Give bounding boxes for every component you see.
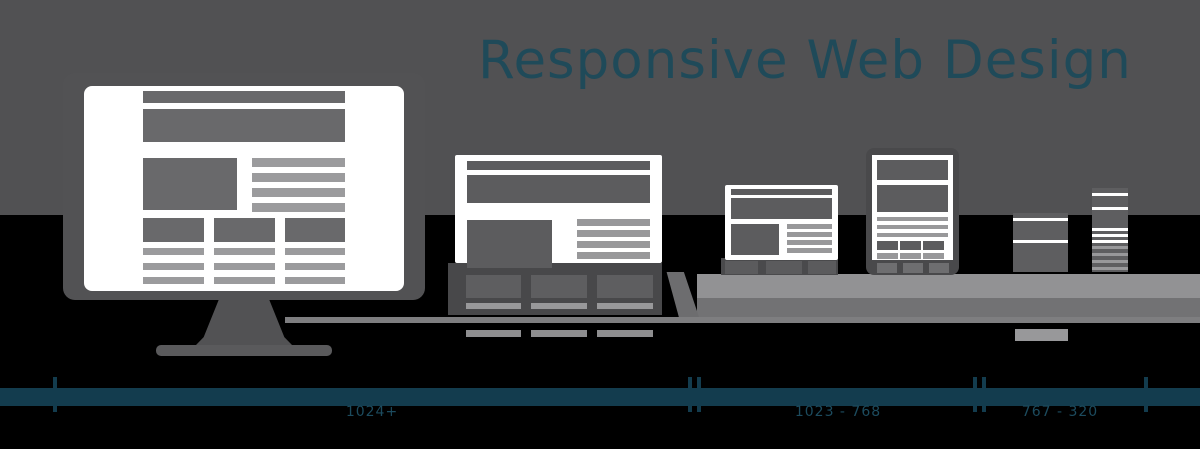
- wireframe-navbar: [731, 189, 832, 195]
- tick-mid1-double-a: [688, 377, 692, 412]
- breakpoint-label-desktop: 1024+: [345, 404, 399, 420]
- tick-left-single: [53, 377, 57, 412]
- wireframe-card: [285, 218, 345, 242]
- wireframe-hero: [467, 175, 650, 203]
- wireframe-text-line: [252, 173, 345, 182]
- wireframe-card: [923, 241, 944, 250]
- wireframe-text-line: [787, 224, 832, 229]
- wireframe-text-line: [143, 248, 204, 255]
- wireframe-text-line-ghost: [597, 303, 653, 309]
- phone-portrait-screen: [1092, 188, 1128, 272]
- wireframe-card: [214, 218, 275, 242]
- wireframe-text-line-ghost: [597, 330, 653, 337]
- wireframe-card: [143, 218, 204, 242]
- wireframe-hero: [143, 109, 345, 142]
- wireframe-hero: [877, 185, 948, 212]
- wireframe-text-line: [900, 253, 921, 259]
- wireframe-card-ghost: [903, 263, 923, 273]
- wireframe-divider: [1092, 234, 1128, 237]
- wireframe-text-line: [577, 241, 650, 248]
- wireframe-text-line-ghost: [1092, 267, 1128, 270]
- breakpoint-label-tablet: 1023 - 768: [794, 404, 882, 420]
- wireframe-text-line: [214, 248, 275, 255]
- wireframe-text-line: [285, 263, 345, 270]
- wireframe-divider: [1092, 228, 1128, 231]
- breakpoint-bar: [0, 388, 1200, 406]
- wireframe-text-line: [214, 263, 275, 270]
- wireframe-text-line: [577, 219, 650, 226]
- wireframe-image: [467, 220, 552, 268]
- phone-landscape-screen: [1013, 213, 1068, 272]
- wireframe-divider: [1092, 193, 1128, 196]
- wireframe-card-ghost: [1015, 329, 1068, 341]
- band-step-mid: [697, 298, 1200, 317]
- wireframe-text-line: [877, 217, 948, 221]
- wireframe-card: [900, 241, 921, 250]
- wireframe-card-ghost: [725, 261, 758, 274]
- wireframe-card-ghost: [466, 275, 521, 298]
- tablet-screen: [725, 185, 838, 260]
- wireframe-image: [143, 158, 237, 210]
- breakpoint-label-phone: 767 - 320: [1021, 404, 1099, 420]
- wireframe-text-line: [877, 253, 898, 259]
- tick-mid2-double-b: [982, 377, 986, 412]
- wireframe-text-line-ghost: [1092, 246, 1128, 249]
- laptop-base-edge: [666, 272, 699, 317]
- wireframe-text-line: [787, 240, 832, 245]
- wireframe-text-line: [285, 277, 345, 284]
- wireframe-card-ghost: [929, 263, 949, 273]
- phablet-screen: [872, 155, 953, 260]
- wireframe-hero: [731, 198, 832, 219]
- tick-right-single: [1144, 377, 1148, 412]
- wireframe-text-line-ghost: [1092, 260, 1128, 263]
- wireframe-text-line: [923, 253, 944, 259]
- wireframe-card-ghost: [808, 261, 836, 274]
- wireframe-divider: [1013, 218, 1068, 221]
- monitor-stand-base: [156, 345, 332, 356]
- wireframe-text-line: [285, 248, 345, 255]
- wireframe-text-line-ghost: [466, 330, 521, 337]
- wireframe-text-line-ghost: [531, 303, 587, 309]
- wireframe-text-line: [877, 233, 948, 237]
- wireframe-text-line: [577, 252, 650, 259]
- wireframe-text-line: [252, 188, 345, 197]
- wireframe-text-line-ghost: [466, 303, 521, 309]
- wireframe-divider: [1092, 207, 1128, 210]
- wireframe-navbar: [143, 91, 345, 103]
- wireframe-navbar: [467, 161, 650, 170]
- wireframe-card-ghost: [531, 275, 587, 298]
- laptop-screen: [455, 155, 662, 268]
- wireframe-text-line: [214, 277, 275, 284]
- wireframe-card-ghost: [877, 263, 897, 273]
- wireframe-card-ghost: [597, 275, 653, 298]
- surface-strip: [285, 317, 1200, 323]
- wireframe-text-line: [787, 248, 832, 253]
- wireframe-text-line: [877, 225, 948, 229]
- tick-mid1-double-b: [697, 377, 701, 412]
- wireframe-text-line: [787, 232, 832, 237]
- monitor-screen: [84, 86, 404, 291]
- monitor-stand-neck: [196, 299, 292, 345]
- wireframe-divider: [1013, 240, 1068, 243]
- wireframe-text-line: [252, 203, 345, 212]
- tick-mid2-double-a: [973, 377, 977, 412]
- wireframe-text-line: [143, 263, 204, 270]
- wireframe-navbar: [877, 160, 948, 180]
- wireframe-text-line-ghost: [531, 330, 587, 337]
- wireframe-image: [731, 224, 779, 255]
- band-step-light: [697, 274, 1200, 298]
- wireframe-text-line: [252, 158, 345, 167]
- page-title: Responsive Web Design: [478, 30, 1132, 91]
- wireframe-divider: [1092, 240, 1128, 243]
- wireframe-card: [877, 241, 898, 250]
- wireframe-text-line: [143, 277, 204, 284]
- wireframe-text-line: [577, 230, 650, 237]
- wireframe-card-ghost: [766, 261, 802, 274]
- wireframe-text-line-ghost: [1092, 253, 1128, 256]
